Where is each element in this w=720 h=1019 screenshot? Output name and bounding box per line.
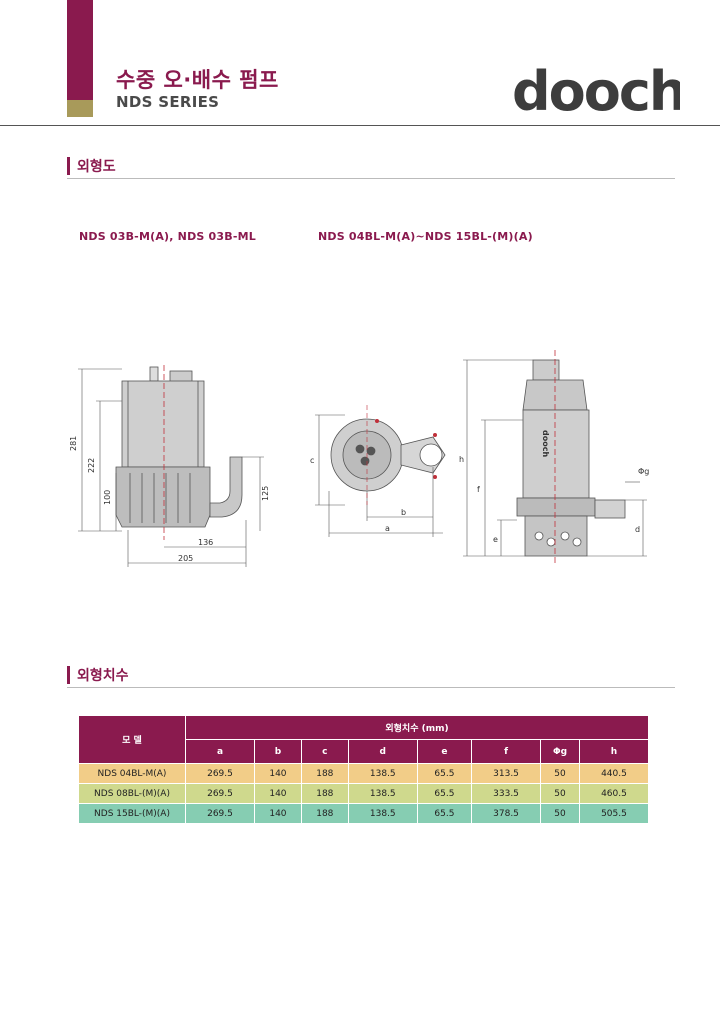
table-cell-value: 505.5 bbox=[578, 803, 650, 824]
table-cell-value: 188 bbox=[300, 783, 349, 804]
svg-text:b: b bbox=[401, 508, 406, 517]
table-column-header: a bbox=[185, 739, 255, 764]
table-cell-value: 65.5 bbox=[416, 783, 473, 804]
svg-text:Φg: Φg bbox=[638, 467, 649, 476]
table-cell-value: 378.5 bbox=[471, 803, 542, 824]
svg-text:e: e bbox=[493, 535, 498, 544]
table-cell-model: NDS 15BL-(M)(A) bbox=[78, 803, 186, 824]
table-cell-value: 65.5 bbox=[416, 803, 473, 824]
table-column-header: f bbox=[471, 739, 542, 764]
table-cell-value: 269.5 bbox=[185, 803, 255, 824]
table-cell-value: 440.5 bbox=[578, 763, 650, 784]
table-cell-value: 269.5 bbox=[185, 783, 255, 804]
section-dimensions-heading: 외형치수 bbox=[67, 664, 675, 688]
drawing-right-model: NDS 04BL-M(A)~NDS 15BL-(M)(A) bbox=[318, 230, 533, 243]
svg-text:c: c bbox=[310, 456, 314, 465]
pump-drawing-top-view: c b a bbox=[310, 405, 446, 537]
table-cell-value: 138.5 bbox=[347, 803, 418, 824]
svg-text:h: h bbox=[459, 455, 464, 464]
table-cell-value: 138.5 bbox=[347, 783, 418, 804]
svg-text:136: 136 bbox=[198, 538, 213, 547]
table-cell-value: 65.5 bbox=[416, 763, 473, 784]
table-cell-value: 188 bbox=[300, 803, 349, 824]
brand-bar-accent bbox=[67, 100, 93, 117]
table-cell-model: NDS 08BL-(M)(A) bbox=[78, 783, 186, 804]
svg-text:d: d bbox=[635, 525, 640, 534]
svg-text:125: 125 bbox=[261, 486, 270, 501]
table-column-header: b bbox=[254, 739, 302, 764]
table-cell-value: 460.5 bbox=[578, 783, 650, 804]
table-cell-value: 140 bbox=[254, 803, 302, 824]
svg-text:f: f bbox=[477, 485, 480, 494]
table-cell-value: 140 bbox=[254, 783, 302, 804]
header-divider bbox=[0, 125, 720, 126]
svg-text:100: 100 bbox=[103, 490, 112, 505]
table-cell-value: 50 bbox=[540, 783, 580, 804]
table-cell-value: 138.5 bbox=[347, 763, 418, 784]
pump-drawing-small: 281 222 100 125 136 205 bbox=[69, 365, 270, 567]
svg-text:281: 281 bbox=[69, 436, 78, 451]
svg-text:205: 205 bbox=[178, 554, 193, 563]
table-column-header: d bbox=[347, 739, 418, 764]
table-cell-value: 140 bbox=[254, 763, 302, 784]
svg-text:dooch: dooch bbox=[541, 430, 550, 457]
svg-text:222: 222 bbox=[87, 458, 96, 473]
table-header-model: 모 델 bbox=[78, 715, 186, 764]
section-outline-title: 외형도 bbox=[77, 159, 116, 175]
table-cell-value: 313.5 bbox=[471, 763, 542, 784]
table-column-header: e bbox=[416, 739, 473, 764]
table-column-header: h bbox=[578, 739, 650, 764]
table-cell-value: 50 bbox=[540, 803, 580, 824]
table-cell-value: 188 bbox=[300, 763, 349, 784]
table-cell-value: 333.5 bbox=[471, 783, 542, 804]
brand-bar bbox=[67, 0, 93, 100]
section-dimensions-title: 외형치수 bbox=[77, 668, 129, 684]
table-cell-value: 50 bbox=[540, 763, 580, 784]
page-title-series: NDS SERIES bbox=[116, 93, 220, 111]
table-header-dims: 외형치수 (mm) bbox=[185, 715, 649, 740]
pump-drawing-side-view: dooch h f e d Φg bbox=[459, 350, 649, 565]
table-cell-model: NDS 04BL-M(A) bbox=[78, 763, 186, 784]
drawing-left-model: NDS 03B-M(A), NDS 03B-ML bbox=[79, 230, 256, 243]
logo-text: dooch bbox=[512, 62, 680, 118]
svg-text:a: a bbox=[385, 524, 390, 533]
dooch-logo: dooch bbox=[512, 62, 680, 118]
section-outline-heading: 외형도 bbox=[67, 155, 675, 179]
table-cell-value: 269.5 bbox=[185, 763, 255, 784]
page-title-korean: 수중 오·배수 펌프 bbox=[116, 68, 279, 92]
table-column-header: c bbox=[300, 739, 349, 764]
table-column-header: Φg bbox=[540, 739, 580, 764]
